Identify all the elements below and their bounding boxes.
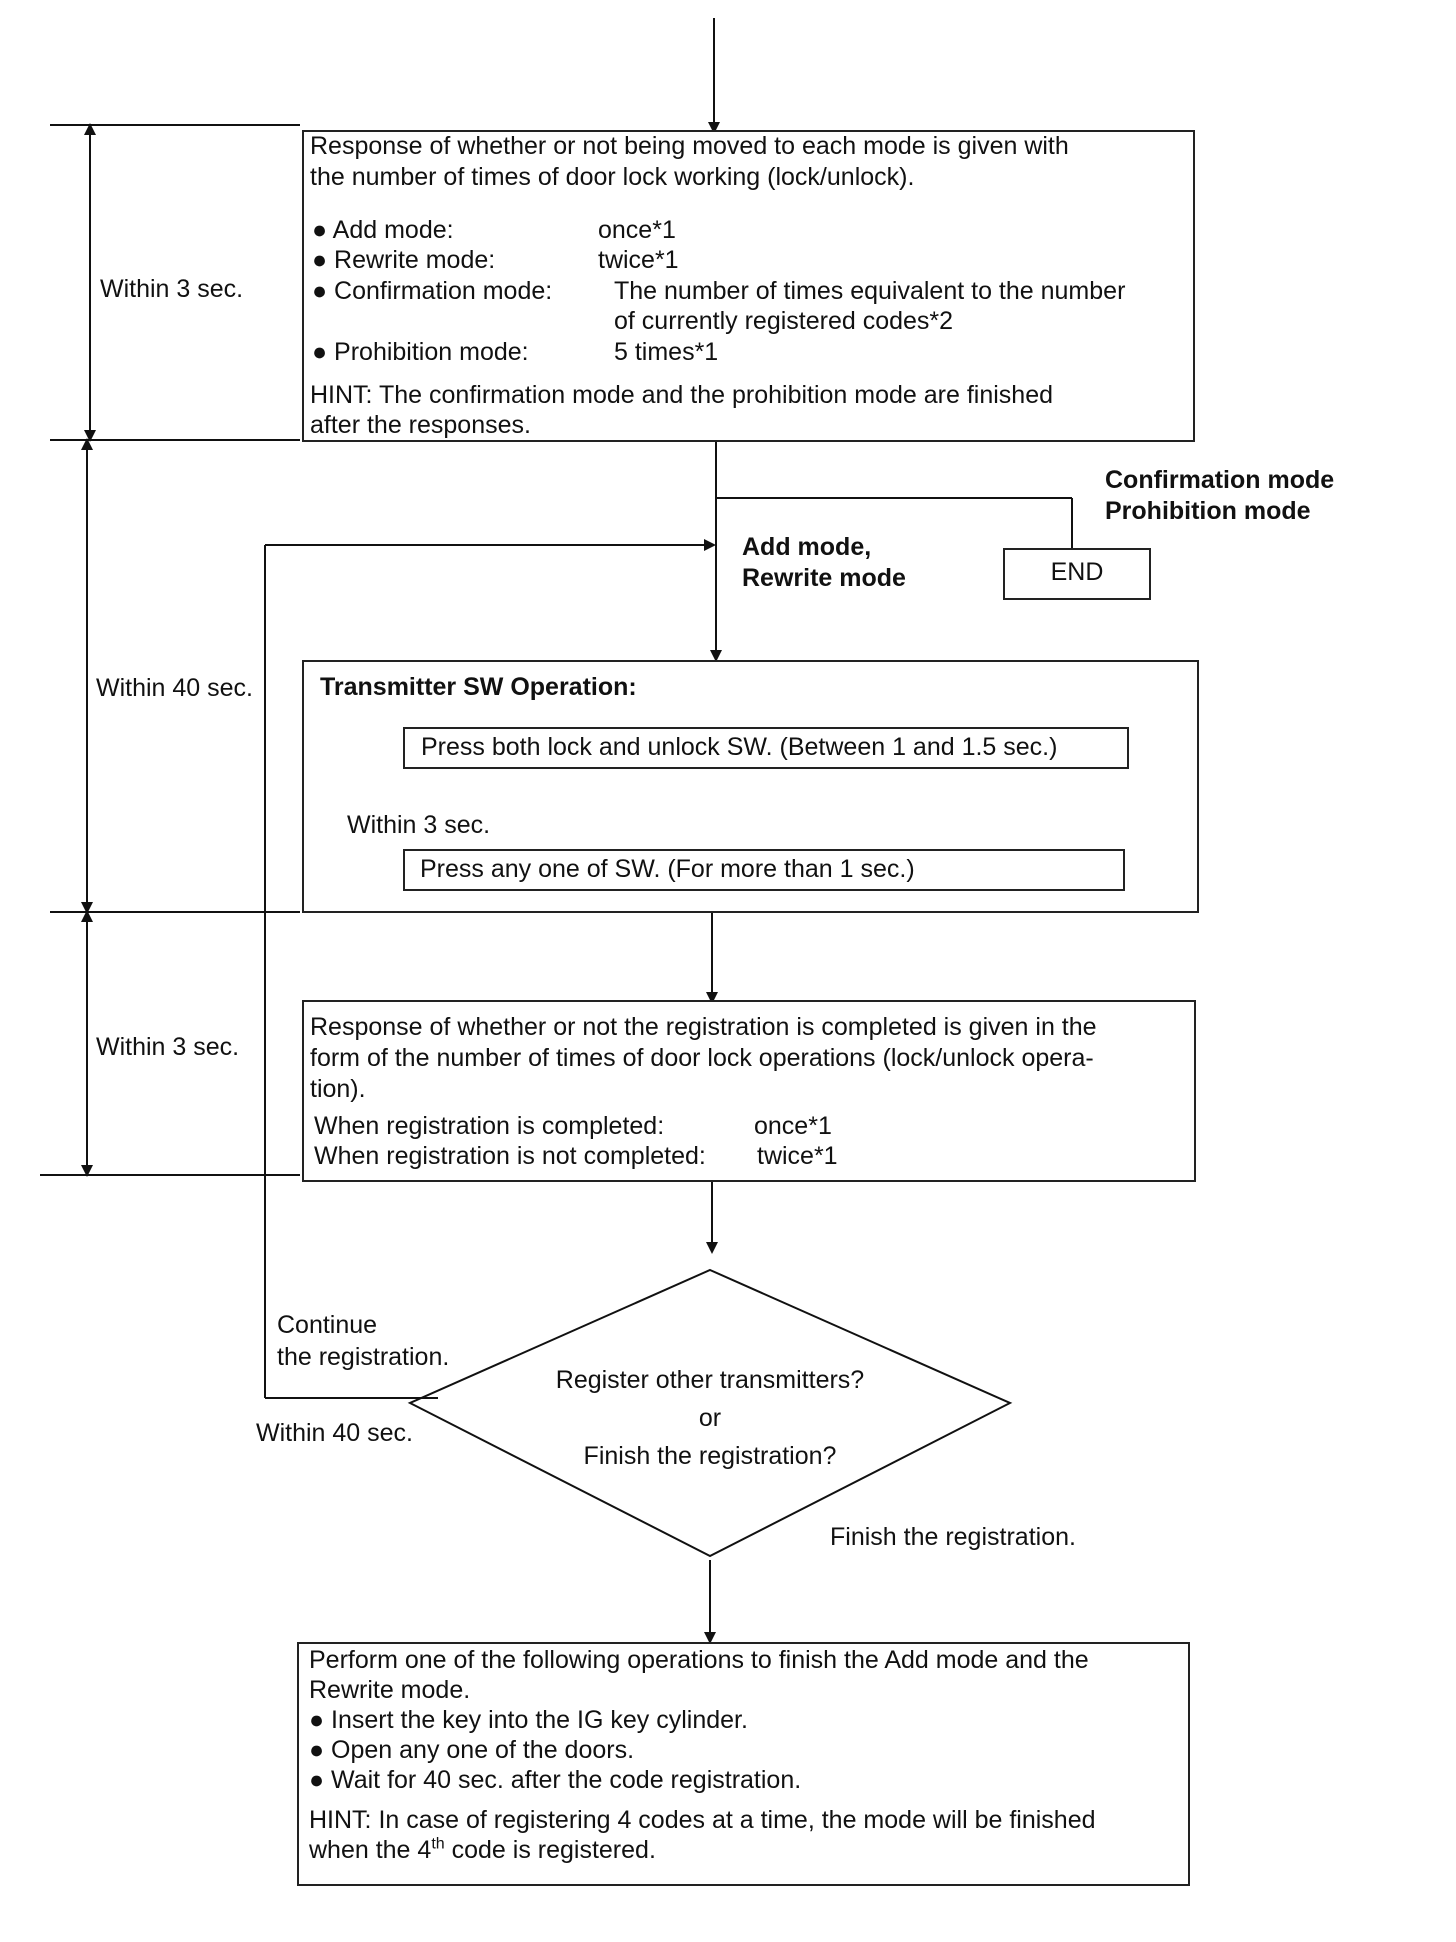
rewrite-mode-branch-label: Rewrite mode — [742, 564, 906, 592]
continue-label-line2: the registration. — [277, 1343, 450, 1371]
transmitter-operation-title: Transmitter SW Operation: — [320, 673, 637, 701]
add-mode-label: ● Add mode: — [312, 216, 454, 244]
loop-within-40-sec: Within 40 sec. — [256, 1419, 414, 1447]
box1-hint-line1: HINT: The confirmation mode and the proh… — [310, 381, 1054, 409]
finish-bullet-2: ● Open any one of the doors. — [309, 1736, 635, 1764]
completed-value: once*1 — [754, 1112, 832, 1140]
end-label: END — [1050, 558, 1104, 586]
decision-line2: or — [698, 1404, 722, 1432]
registration-response-box — [302, 1000, 1196, 1182]
decision-line1: Register other transmitters? — [555, 1366, 865, 1394]
inner-within-3-sec: Within 3 sec. — [347, 811, 491, 839]
press-both-text: Press both lock and unlock SW. (Between … — [421, 733, 1058, 761]
end-box — [1003, 548, 1151, 600]
press-both-box — [403, 727, 1129, 769]
finish-operations-box — [297, 1642, 1190, 1886]
finish-bullet-3: ● Wait for 40 sec. after the code regist… — [309, 1766, 802, 1794]
rewrite-mode-value: twice*1 — [598, 246, 679, 274]
box1-line1: Response of whether or not being moved t… — [310, 132, 1069, 160]
prohibition-mode-branch-label: Prohibition mode — [1105, 497, 1311, 525]
press-any-text: Press any one of SW. (For more than 1 se… — [420, 855, 915, 883]
timeline-within-3-sec-1: Within 3 sec. — [100, 275, 244, 303]
box3-line1: Response of whether or not the registrat… — [310, 1013, 1097, 1041]
confirmation-mode-value-2: of currently registered codes*2 — [614, 307, 954, 335]
box4-hint-line1: HINT: In case of registering 4 codes at … — [309, 1806, 1096, 1834]
not-completed-value: twice*1 — [757, 1142, 838, 1170]
add-mode-value: once*1 — [598, 216, 676, 244]
confirmation-mode-value: The number of times equivalent to the nu… — [614, 277, 1126, 305]
completed-label: When registration is completed: — [314, 1112, 665, 1140]
decision-line3: Finish the registration? — [583, 1442, 837, 1470]
timeline-within-3-sec-2: Within 3 sec. — [96, 1033, 240, 1061]
continue-label-line1: Continue — [277, 1311, 378, 1339]
confirmation-mode-label: ● Confirmation mode: — [312, 277, 553, 305]
rewrite-mode-label: ● Rewrite mode: — [312, 246, 496, 274]
finish-registration-label: Finish the registration. — [830, 1523, 1076, 1551]
finish-bullet-1: ● Insert the key into the IG key cylinde… — [309, 1706, 748, 1734]
prohibition-mode-label: ● Prohibition mode: — [312, 338, 529, 366]
timeline-within-40-sec: Within 40 sec. — [96, 674, 254, 702]
not-completed-label: When registration is not completed: — [314, 1142, 706, 1170]
box1-hint-line2: after the responses. — [310, 411, 531, 439]
box4-hint-line2: when the 4th code is registered. — [309, 1835, 656, 1864]
add-mode-branch-label: Add mode, — [742, 533, 872, 561]
prohibition-mode-value: 5 times*1 — [614, 338, 719, 366]
box4-line1: Perform one of the following operations … — [309, 1646, 1089, 1674]
press-any-box — [403, 849, 1125, 891]
confirmation-mode-branch-label: Confirmation mode — [1105, 466, 1335, 494]
box3-line3: tion). — [310, 1075, 366, 1103]
box1-line2: the number of times of door lock working… — [310, 163, 915, 191]
mode-response-box — [302, 130, 1195, 442]
box4-line2: Rewrite mode. — [309, 1676, 471, 1704]
box3-line2: form of the number of times of door lock… — [310, 1044, 1094, 1072]
